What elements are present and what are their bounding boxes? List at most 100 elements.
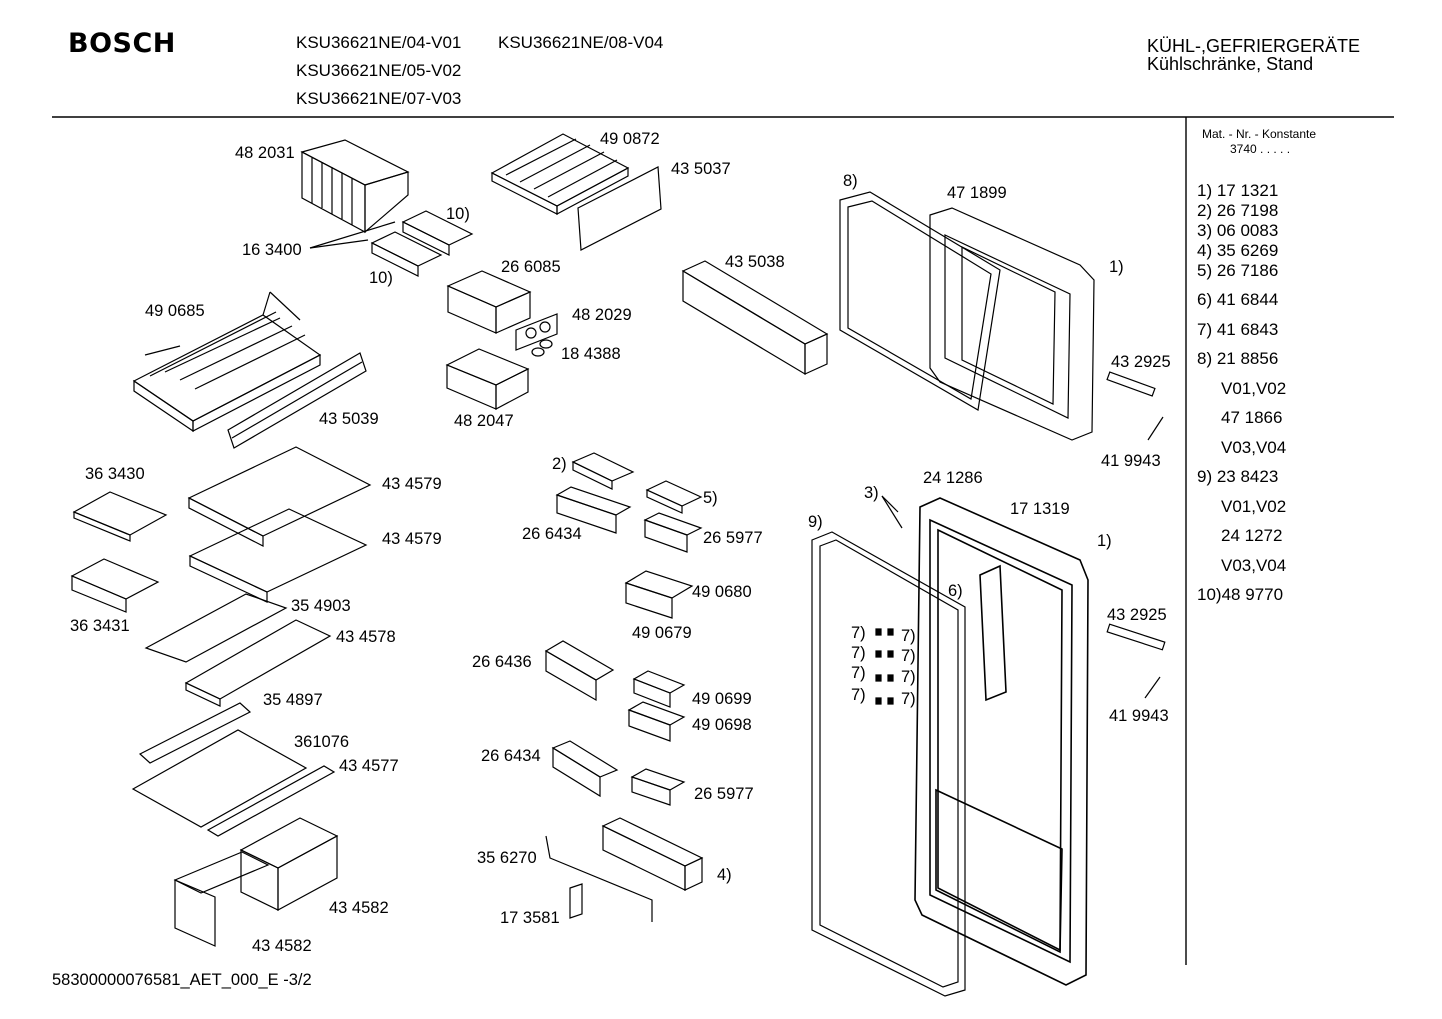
part-label: 49 0872 <box>600 130 660 148</box>
part-label: 4) <box>717 866 732 884</box>
parts-list-item: 1) 17 1321 <box>1197 181 1279 200</box>
part-label: 26 5977 <box>703 529 763 547</box>
model-number: KSU36621NE/05-V02 <box>296 61 462 80</box>
part-label: 7) <box>901 627 916 645</box>
strip-part <box>140 703 250 763</box>
part-label: 35 4897 <box>263 691 323 709</box>
part-label: 9) <box>808 513 823 531</box>
part-label: 26 6436 <box>472 653 532 671</box>
parts-list-item: 8) 21 8856 <box>1197 349 1279 368</box>
part-label: 24 1286 <box>923 469 983 487</box>
part-label: 49 0679 <box>632 624 692 642</box>
shelf-part <box>74 492 166 535</box>
gasket-part <box>840 192 1000 410</box>
gasket-part <box>812 532 965 996</box>
part-label: 361076 <box>294 733 350 751</box>
glass-shelf-part <box>186 620 330 699</box>
parts-list-item: 24 1272 <box>1221 526 1283 545</box>
part-label: 35 6270 <box>477 849 537 867</box>
part-label: 7) <box>851 644 866 662</box>
parts-list-item: V01,V02 <box>1221 379 1287 398</box>
sidebar-constant: 3740 . . . . . <box>1230 142 1291 156</box>
part-label: 43 4577 <box>339 757 399 775</box>
part-label: 35 4903 <box>291 597 351 615</box>
model-number: KSU36621NE/07-V03 <box>296 89 462 108</box>
door-bin-part <box>683 261 827 374</box>
parts-list-item: V01,V02 <box>1221 497 1287 516</box>
parts-list-item: V03,V04 <box>1221 556 1287 575</box>
handle-part <box>1107 624 1165 650</box>
fridge-door-part <box>915 498 1088 985</box>
sidebar-heading: Mat. - Nr. - Konstante <box>1202 127 1317 141</box>
box-part <box>448 271 530 333</box>
parts-list-item: 3) 06 0083 <box>1197 221 1279 240</box>
part-label: 43 4582 <box>252 937 312 955</box>
part-label: 48 2031 <box>235 144 295 162</box>
part-label: 26 6434 <box>481 747 541 765</box>
part-label: 43 5038 <box>725 253 785 271</box>
parts-list-item: 7) 41 6843 <box>1197 320 1279 339</box>
part-label: 26 6085 <box>501 258 561 276</box>
shelf-part <box>72 559 158 599</box>
part-label: 49 0699 <box>692 690 752 708</box>
part-label: 16 3400 <box>242 241 302 259</box>
part-label: 10) <box>369 269 393 287</box>
part-label: 43 4579 <box>382 475 442 493</box>
part-label: 43 5039 <box>319 410 379 428</box>
parts-list-item: 47 1866 <box>1221 408 1283 427</box>
clip-part <box>570 884 582 918</box>
door-bin-part <box>546 487 702 890</box>
bracket-part <box>516 314 557 350</box>
part-label: 7) <box>901 668 916 686</box>
drawer-part <box>134 292 320 431</box>
parts-list-item: 5) 26 7186 <box>1197 261 1279 280</box>
strip-part <box>228 353 366 448</box>
category-title: KÜHL-,GEFRIERGERÄTE <box>1147 36 1361 56</box>
category-subtitle: Kühlschränke, Stand <box>1147 54 1314 74</box>
rack-part <box>302 140 408 232</box>
part-label: 17 3581 <box>500 909 560 927</box>
ice-tray-part <box>310 211 472 276</box>
parts-list-item: 9) 23 8423 <box>1197 467 1279 486</box>
part-label: 41 9943 <box>1109 707 1169 725</box>
part-label: 1) <box>1097 532 1112 550</box>
part-label: 8) <box>843 172 858 190</box>
part-label: 26 5977 <box>694 785 754 803</box>
part-label: 7) <box>851 686 866 704</box>
glass-shelf-part <box>133 730 306 827</box>
model-number: KSU36621NE/04-V01 <box>296 33 462 52</box>
part-label: 2) <box>552 455 567 473</box>
part-label: 43 2925 <box>1111 353 1171 371</box>
part-label: 48 2029 <box>572 306 632 324</box>
part-label: 43 5037 <box>671 160 731 178</box>
model-number: KSU36621NE/08-V04 <box>498 33 664 52</box>
box-part <box>447 349 528 409</box>
rail-part <box>146 594 286 662</box>
part-label: 48 2047 <box>454 412 514 430</box>
part-label: 3) <box>864 484 879 502</box>
crisper-part <box>175 818 337 946</box>
part-label: 5) <box>703 489 718 507</box>
door-rack-part <box>980 566 1006 700</box>
part-label: 41 9943 <box>1101 452 1161 470</box>
wire-part <box>546 836 652 922</box>
part-label: 43 4579 <box>382 530 442 548</box>
part-label: 7) <box>901 647 916 665</box>
parts-list-item: V03,V04 <box>1221 438 1287 457</box>
part-label: 26 6434 <box>522 525 582 543</box>
part-label: 36 3430 <box>85 465 145 483</box>
part-label: 43 4582 <box>329 899 389 917</box>
parts-list-item: 10)48 9770 <box>1197 585 1284 604</box>
freezer-door-part <box>930 208 1094 440</box>
parts-list-item: 4) 35 6269 <box>1197 241 1279 260</box>
glass-shelf-part <box>189 447 370 536</box>
part-label: 7) <box>851 624 866 642</box>
part-label: 1) <box>1109 258 1124 276</box>
part-label: 17 1319 <box>1010 500 1070 518</box>
part-label: 10) <box>446 205 470 223</box>
part-label: 49 0685 <box>145 302 205 320</box>
grid-tray-part <box>492 134 628 214</box>
part-label: 7) <box>901 690 916 708</box>
parts-list-item: 2) 26 7198 <box>1197 201 1279 220</box>
